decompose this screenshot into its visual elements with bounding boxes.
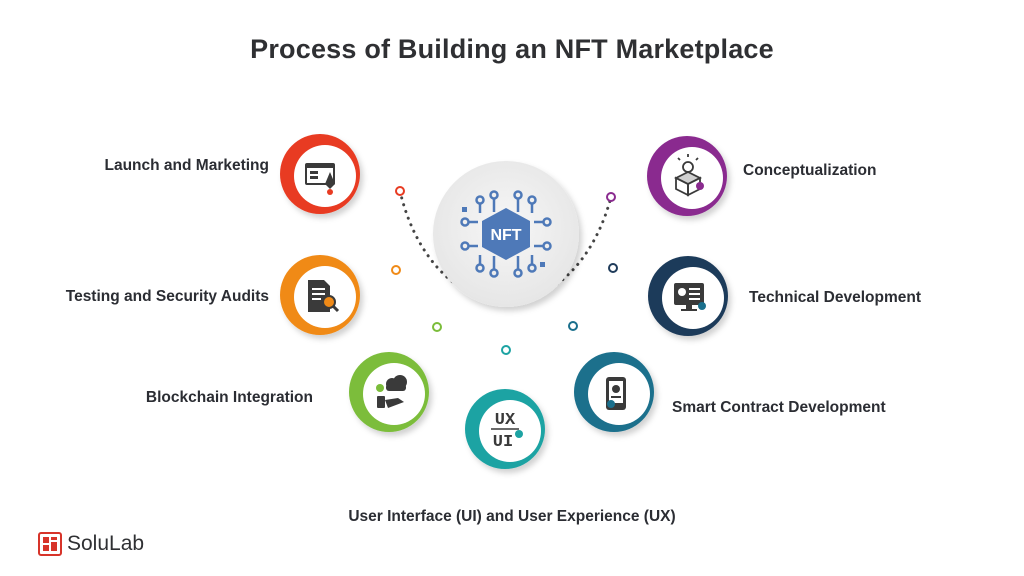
page-title: Process of Building an NFT Marketplace: [250, 34, 774, 64]
logo-text: SoluLab: [67, 532, 145, 555]
cloud-hand-icon: [376, 375, 407, 408]
solulab-logo-icon: [38, 532, 62, 556]
step-label-launch-marketing: Launch and Marketing: [104, 157, 270, 174]
nft-chip-icon: [460, 190, 552, 278]
svg-text:UI: UI: [493, 433, 513, 452]
step-label-smart-contract-development: Smart Contract Development: [672, 399, 886, 416]
solulab-logo: SoluLab: [38, 531, 144, 557]
arc-marker-7: [606, 192, 616, 202]
step-label-conceptualization: Conceptualization: [743, 162, 877, 179]
step-node-blockchain-integration: [349, 352, 429, 432]
center-nft-text: NFT: [490, 227, 521, 244]
center-nft-hub: NFT: [433, 161, 579, 307]
arc-marker-3: [432, 322, 442, 332]
arc-marker-4: [501, 345, 511, 355]
step-label-blockchain-integration: Blockchain Integration: [145, 389, 313, 406]
document-search-icon: [308, 280, 340, 313]
ux-ui-icon: UX UI: [491, 411, 523, 452]
step-label-ux-ui: User Interface (UI) and User Experience …: [348, 508, 676, 525]
server-monitor-icon: [674, 283, 706, 311]
rocket-dashboard-icon: [305, 163, 335, 195]
contract-phone-icon: [606, 377, 626, 410]
step-label-technical-development: Technical Development: [749, 289, 921, 306]
arc-marker-5: [568, 321, 578, 331]
step-label-testing-security-audits: Testing and Security Audits: [65, 288, 269, 305]
svg-text:UX: UX: [495, 411, 516, 430]
arc-marker-2: [391, 265, 401, 275]
arc-marker-1: [395, 186, 405, 196]
arc-marker-6: [608, 263, 618, 273]
